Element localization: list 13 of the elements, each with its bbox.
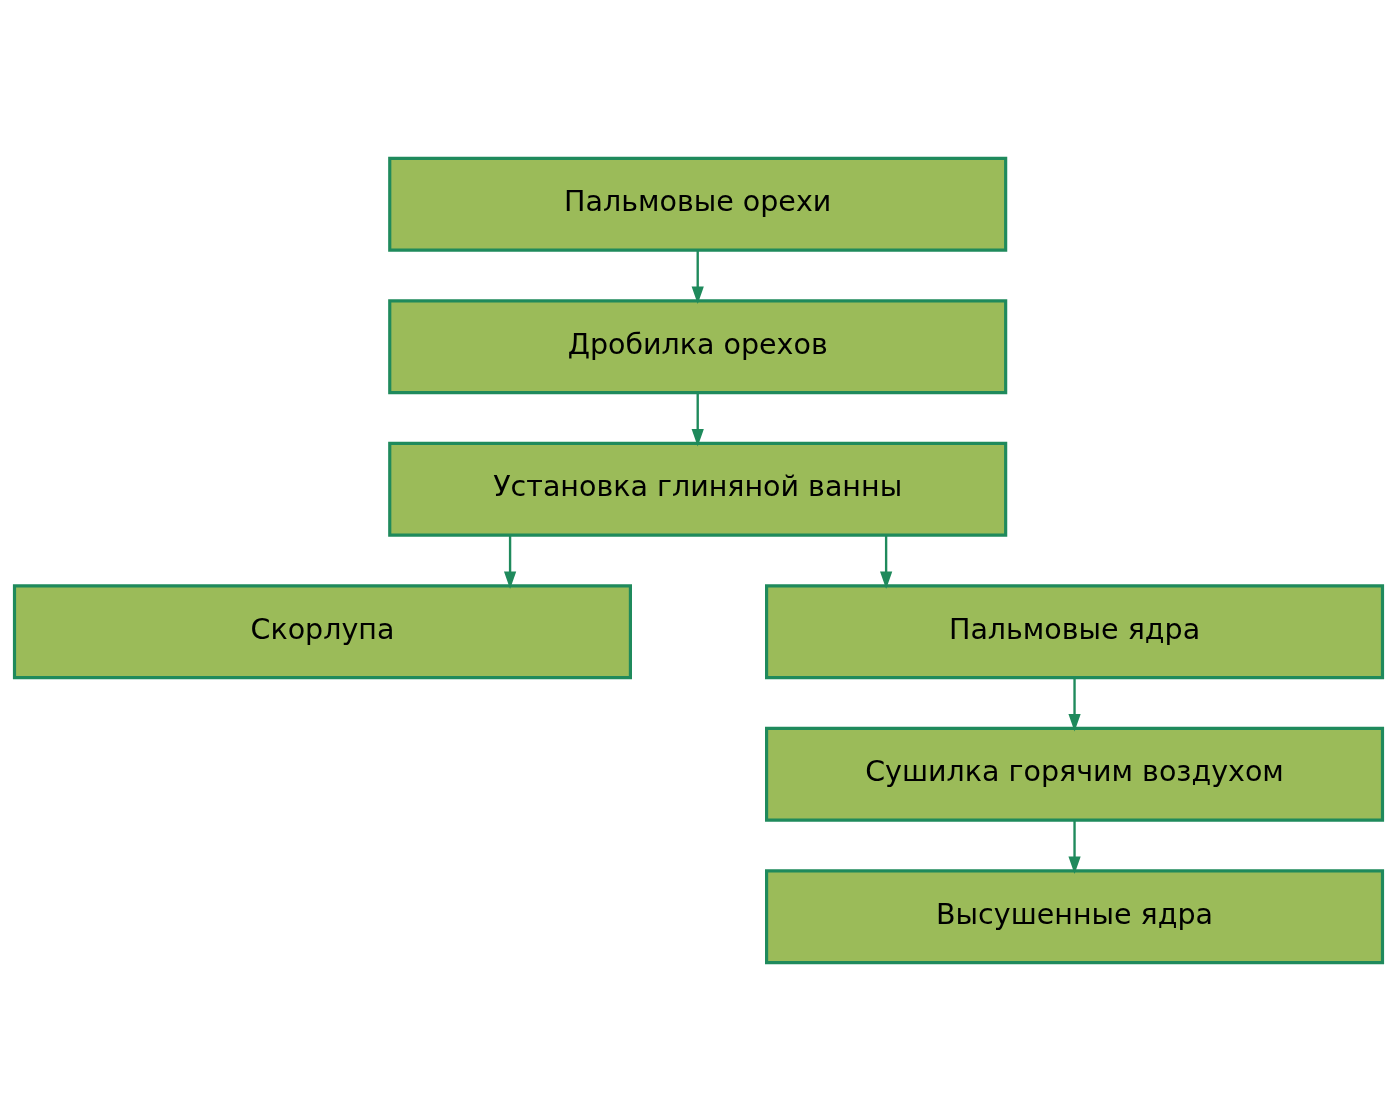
- node-box: Сушилка горячим воздухом: [765, 726, 1385, 822]
- arrow: [880, 535, 893, 589]
- node-box: Установка глиняной ванны: [388, 441, 1008, 537]
- node-box: Скорлупа: [12, 583, 632, 679]
- node-box: Высушенные ядра: [765, 868, 1385, 964]
- arrow: [691, 250, 704, 304]
- arrow: [1068, 677, 1081, 732]
- node-box: Пальмовые орехи: [388, 156, 1008, 252]
- node-box: Дробилка орехов: [388, 298, 1008, 394]
- arrow: [503, 535, 517, 589]
- arrow: [1068, 820, 1081, 874]
- arrow: [691, 392, 704, 447]
- node-box: Пальмовые ядра: [765, 583, 1385, 679]
